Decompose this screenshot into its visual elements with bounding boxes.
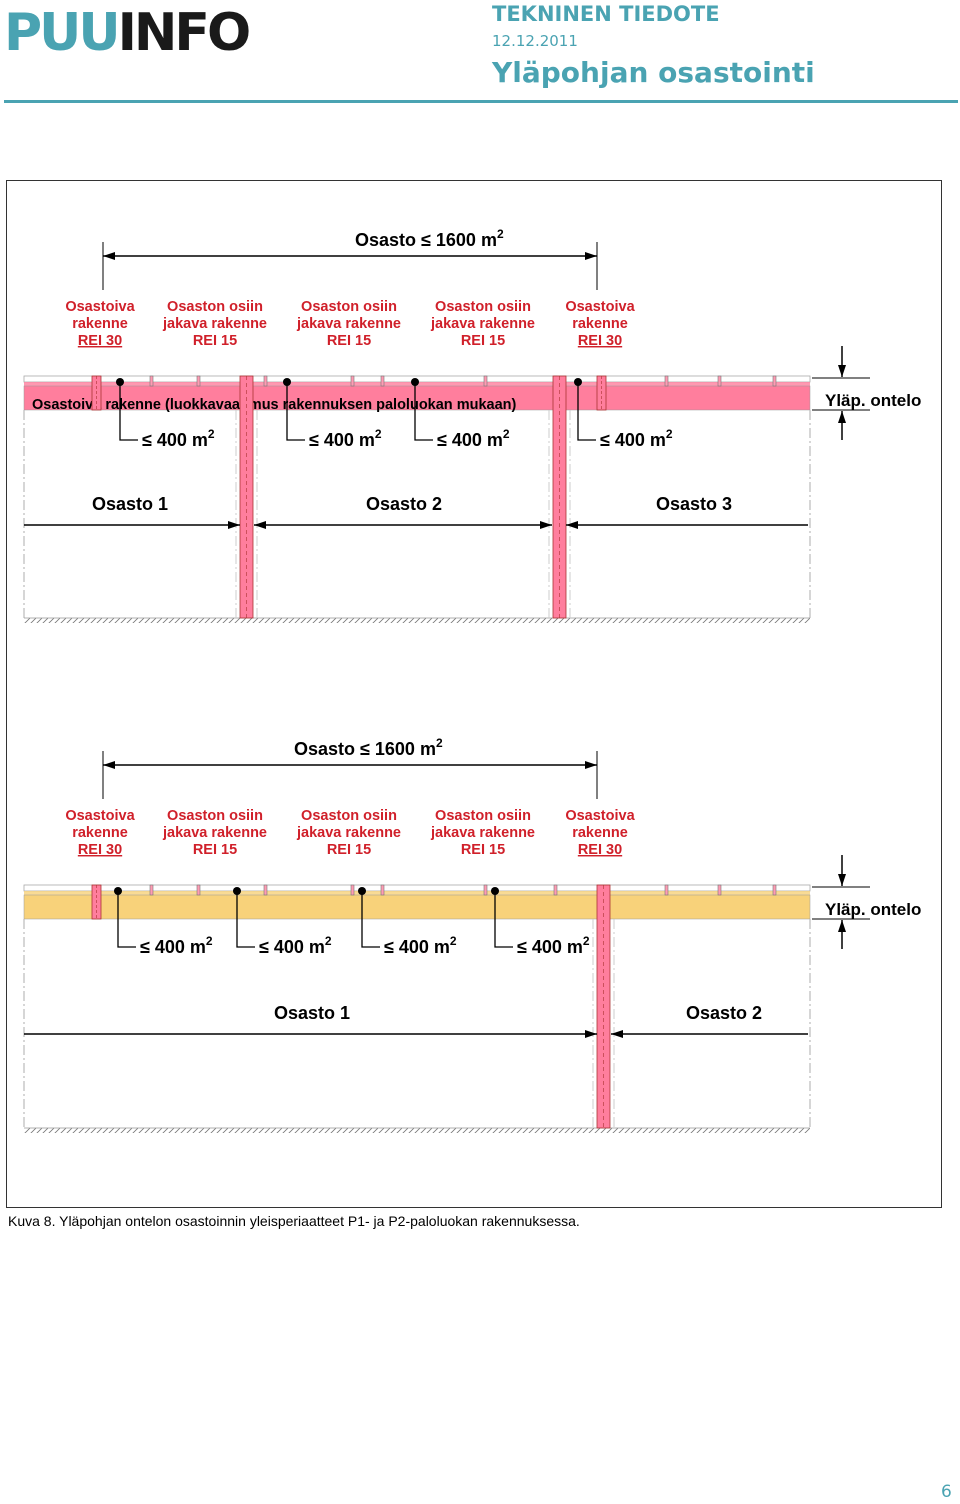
wall-label-line: Osaston osiin [167,808,263,824]
wall-label-line: REI 30 [78,842,122,858]
area-label: ≤ 400 m2 [140,934,213,957]
compartment-label: Osasto 1 [92,494,168,514]
wall-label-line: jakava rakenne [162,825,267,841]
header-rule [4,100,958,103]
ceiling-tick [664,375,669,387]
document-date: 12.12.2011 [492,32,578,50]
ceiling-tick [263,884,268,896]
wall-label-line: Osaston osiin [167,299,263,315]
area-label: ≤ 400 m2 [600,427,673,450]
side-label: Yläp. ontelo [825,900,921,919]
leader-line [119,382,138,441]
wall-label-line: rakenne [72,316,128,332]
ceiling-tick [380,375,385,387]
compartment-label: Osasto 2 [366,494,442,514]
roof-cavity-band [23,385,811,411]
ceiling-tick [196,884,201,896]
ceiling-top-edge [23,884,811,892]
ceiling-tick [263,375,268,387]
area-label: ≤ 400 m2 [309,427,382,450]
compartment-label: Osasto 1 [274,1003,350,1023]
wall-label-line: Osaston osiin [301,808,397,824]
wall-label-line: Osaston osiin [435,808,531,824]
ceiling-tick [483,884,488,896]
roof-cavity-band [23,894,811,920]
wall-label-line: rakenne [572,825,628,841]
wall-label-line: REI 15 [461,842,505,858]
leader-line [117,891,136,948]
ceiling-tick [380,884,385,896]
wall-label-line: jakava rakenne [430,316,535,332]
leader-line [414,382,433,441]
wall-label-line: jakava rakenne [430,825,535,841]
wall-label-line: REI 30 [78,333,122,349]
total-area-label: Osasto ≤ 1600 m2 [355,227,504,250]
leader-line [361,891,380,948]
wall-label-line: REI 15 [461,333,505,349]
figure-caption: Kuva 8. Yläpohjan ontelon osastoinnin yl… [8,1213,580,1229]
total-area-label: Osasto ≤ 1600 m2 [294,736,443,759]
wall-label-line: REI 15 [193,842,237,858]
wall-label-line: REI 15 [193,333,237,349]
leader-line [236,891,255,948]
area-label: ≤ 400 m2 [517,934,590,957]
figure-frame [6,180,942,1208]
leader-line [286,382,305,441]
ceiling-strip [24,891,810,895]
area-label: ≤ 400 m2 [384,934,457,957]
wall-label-line: Osastoiva [565,808,635,824]
wall-label-line: Osastoiva [565,299,635,315]
compartment-label: Osasto 3 [656,494,732,514]
ceiling-tick [149,375,154,387]
area-label: ≤ 400 m2 [259,934,332,957]
area-label: ≤ 400 m2 [142,427,215,450]
compartment-label: Osasto 2 [686,1003,762,1023]
wall-label-line: jakava rakenne [296,825,401,841]
ceiling-tick [553,884,558,896]
wall-label-line: REI 30 [578,842,622,858]
wall-label-line: jakava rakenne [162,316,267,332]
wall-label-line: Osastoiva [65,808,135,824]
wall-label-line: rakenne [572,316,628,332]
wall-label-line: REI 15 [327,333,371,349]
floor-hatch [24,618,810,623]
logo-text: PUUINFO [4,3,249,58]
ceiling-tick [664,884,669,896]
ceiling-tick [483,375,488,387]
document-type: TEKNINEN TIEDOTE [492,2,720,26]
area-label: ≤ 400 m2 [437,427,510,450]
ceiling-tick [149,884,154,896]
wall-label-line: REI 15 [327,842,371,858]
ceiling-tick [772,375,777,387]
ceiling-tick [772,884,777,896]
leader-line [494,891,513,948]
puuinfo-logo: PUUINFO [4,3,252,58]
wall-label-line: rakenne [72,825,128,841]
leader-line [577,382,596,441]
wall-label-line: Osaston osiin [435,299,531,315]
ceiling-tick [717,375,722,387]
wall-label-line: REI 30 [578,333,622,349]
floor-hatch [24,1128,810,1133]
band-label: Osastoiva rakenne (luokkavaatimus rakenn… [32,397,516,413]
wall-label-line: jakava rakenne [296,316,401,332]
ceiling-tick [350,375,355,387]
side-label: Yläp. ontelo [825,391,921,410]
ceiling-tick [717,884,722,896]
wall-label-line: Osaston osiin [301,299,397,315]
ceiling-tick [196,375,201,387]
page-number: 6 [941,1482,952,1502]
wall-label-line: Osastoiva [65,299,135,315]
ceiling-tick [350,884,355,896]
document-title: Yläpohjan osastointi [492,56,815,89]
